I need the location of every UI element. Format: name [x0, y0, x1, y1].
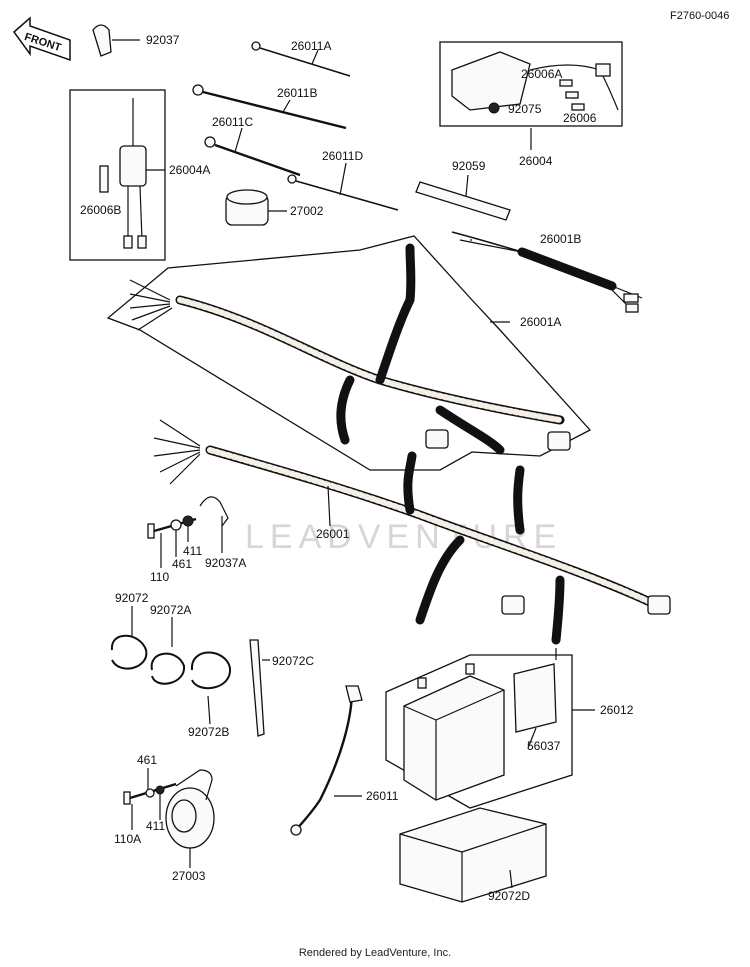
label-110A: 110A	[114, 832, 141, 846]
label-92072B: 92072B	[188, 725, 229, 739]
label-92072D: 92072D	[488, 889, 530, 903]
label-92037A: 92037A	[205, 556, 246, 570]
box-26004	[439, 41, 623, 127]
label-92059: 92059	[452, 159, 486, 173]
label-92072A: 92072A	[150, 603, 191, 617]
harness-26001	[153, 419, 671, 645]
label-26006: 26006	[563, 111, 597, 125]
label-92037: 92037	[146, 33, 180, 47]
cable-26011	[290, 685, 363, 836]
label-26006B: 26006B	[80, 203, 121, 217]
label-411-a: 411	[183, 544, 202, 558]
label-27002: 27002	[290, 204, 324, 218]
leader-lines	[327, 239, 595, 711]
horn-27003	[123, 768, 215, 868]
clip-92037	[92, 24, 140, 57]
front-arrow: FRONT	[12, 16, 71, 62]
tray-92072D	[399, 807, 547, 903]
label-26004: 26004	[519, 154, 553, 168]
label-26011C: 26011C	[212, 115, 253, 129]
footer-credit: Rendered by LeadVenture, Inc.	[298, 947, 452, 959]
harness-26001A	[129, 243, 571, 455]
bolt-group-110	[147, 496, 229, 568]
label-27003: 27003	[172, 869, 206, 883]
label-26011A: 26011A	[291, 39, 331, 53]
label-26001: 26001	[316, 527, 350, 541]
label-461-b: 461	[137, 753, 157, 767]
label-26011D: 26011D	[322, 149, 363, 163]
label-56037: 56037	[527, 739, 561, 753]
junction-box-26004	[451, 51, 619, 150]
label-26011B: 26011B	[277, 86, 317, 100]
label-461-a: 461	[172, 557, 192, 571]
harness-26001B	[451, 231, 643, 313]
label-92075: 92075	[508, 102, 542, 116]
label-26012: 26012	[600, 703, 634, 717]
box-26001A	[106, 235, 592, 471]
fuse-holder-26004A	[99, 98, 165, 249]
label-26001B: 26001B	[540, 232, 581, 246]
label-26001A: 26001A	[520, 315, 561, 329]
label-110: 110	[150, 570, 169, 584]
label-411-b: 411	[146, 819, 165, 833]
battery-cables	[192, 41, 399, 211]
box-26004A	[69, 89, 166, 261]
diagram-code: F2760-0046	[670, 10, 730, 22]
box-26012	[385, 654, 573, 809]
battery-26012	[403, 663, 557, 801]
label-92072C: 92072C	[272, 654, 314, 668]
label-26011: 26011	[366, 789, 399, 803]
tube-92059	[415, 174, 511, 221]
label-26004A: 26004A	[169, 163, 210, 177]
clamps-92072	[110, 606, 270, 737]
relay-27002	[225, 189, 287, 226]
label-92072: 92072	[115, 591, 149, 605]
label-26006A: 26006A	[521, 67, 562, 81]
